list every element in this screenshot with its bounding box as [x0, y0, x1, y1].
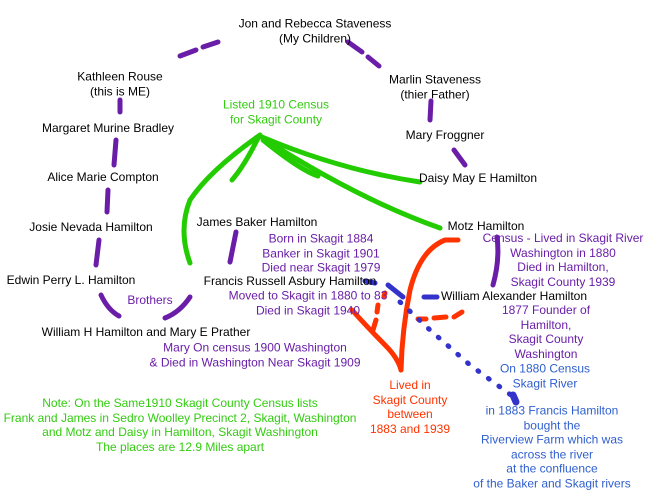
- person-william-h: William H Hamilton and Mary E Prather: [41, 324, 251, 339]
- line-alice-josie: [104, 187, 111, 215]
- francis-note: Moved to Skagit in 1880 to 83 Died in Sk…: [229, 289, 388, 318]
- note-line: Washington in 1880: [510, 245, 616, 260]
- note-line: Riverview Farm which was: [480, 432, 624, 447]
- note-line: Skagit River: [512, 376, 578, 390]
- james-note: Born in Skagit 1884 Banker in Skagit 190…: [262, 231, 381, 275]
- note-line: Washington: [514, 346, 578, 361]
- note-line: and Motz and Daisy in Hamilton, Skagit W…: [42, 425, 318, 439]
- line-edwin-william-h: [98, 292, 122, 319]
- person-marlin: Marlin Staveness (thier Father): [389, 73, 481, 102]
- note-line: Moved to Skagit in 1880 to 83: [228, 288, 388, 303]
- note-line: 1883 and 1939: [369, 421, 451, 436]
- note-line: Born in Skagit 1884: [268, 231, 374, 246]
- note-line: Frank and James in Sedro Woolley Precinc…: [3, 410, 357, 425]
- note-line: Died near Skagit 1979: [261, 260, 381, 275]
- blue-dashes: [362, 278, 440, 300]
- person-alice: Alice Marie Compton: [47, 169, 159, 184]
- red-v-left: [349, 307, 404, 373]
- person-name: Jon and Rebecca Staveness: [238, 16, 392, 31]
- person-name: Kathleen Rouse: [77, 69, 163, 84]
- note-line: Lived in: [389, 378, 431, 392]
- person-edwin: Edwin Perry L. Hamilton: [6, 272, 136, 287]
- blue-lines: [362, 278, 520, 406]
- red-dashes-left: [370, 290, 388, 333]
- person-daisy: Daisy May E Hamilton: [418, 170, 538, 185]
- note-line: bought the: [523, 418, 581, 432]
- note-line: Note: On the Same1910 Skagit County Cens…: [42, 396, 318, 410]
- line-census-francis: [181, 132, 263, 266]
- note-line: 1877 Founder of: [501, 303, 591, 317]
- person-children: Jon and Rebecca Staveness (My Children): [239, 17, 392, 46]
- green-census-lines: [181, 132, 443, 266]
- note-line: Mary On census 1900 Washington: [163, 340, 347, 355]
- note-line: Skagit County: [372, 392, 448, 407]
- blue-endpoint: [509, 391, 520, 406]
- red-lines: [349, 237, 465, 373]
- census-1910-note: Listed 1910 Census for Skagit County: [223, 98, 329, 127]
- person-mary-froggner: Mary Froggner: [405, 127, 485, 142]
- person-margaret: Margaret Murine Bradley: [41, 120, 175, 135]
- line-census-james: [229, 133, 262, 183]
- line-census-motz: [261, 136, 443, 231]
- red-dashes-right: [415, 309, 465, 322]
- person-note: (My Children): [278, 31, 352, 45]
- person-james: James Baker Hamilton: [196, 214, 318, 229]
- line-children-kathleen: [177, 39, 221, 59]
- person-francis: Francis Russell Asbury Hamilton: [203, 273, 377, 288]
- note-line: Skagit County 1939: [510, 274, 616, 289]
- motz-note: Census - Lived in Skagit River Washingto…: [483, 231, 644, 289]
- riverview-note: in 1883 Francis Hamilton bought the Rive…: [473, 404, 630, 491]
- william-a-note: 1877 Founder of Hamilton, Skagit County …: [502, 303, 590, 361]
- note-line: Census - Lived in Skagit River: [482, 231, 644, 245]
- note-line: in 1883 Francis Hamilton: [485, 403, 619, 418]
- line-josie-edwin: [93, 237, 102, 268]
- note-line: for Skagit County: [229, 112, 323, 126]
- person-josie: Josie Nevada Hamilton: [29, 219, 153, 234]
- person-note: (thier Father): [400, 87, 470, 101]
- line-mary-daisy: [451, 147, 468, 168]
- note-line: Died in Skagit 1940: [255, 303, 361, 317]
- note-line: On 1880 Census: [499, 361, 591, 376]
- person-william-a: William Alexander Hamilton: [440, 288, 588, 303]
- note-line: Skagit County: [508, 332, 584, 346]
- line-children-marlin: [345, 39, 382, 69]
- note-line: at the confluence: [506, 461, 598, 476]
- line-census-daisy: [259, 134, 423, 185]
- person-motz: Motz Hamilton: [447, 218, 525, 233]
- person-note: (this is ME): [90, 84, 150, 98]
- line-james-francis: [227, 229, 239, 265]
- line-brothers: [162, 294, 193, 321]
- mary-note: Mary On census 1900 Washington & Died in…: [149, 341, 360, 370]
- bottom-note: Note: On the Same1910 Skagit County Cens…: [4, 396, 357, 454]
- note-line: Banker in Skagit 1901: [262, 245, 380, 260]
- note-line: & Died in Washington Near Skagit 1909: [149, 355, 361, 369]
- note-line: Died in Hamilton,: [517, 260, 609, 274]
- blue-dotted-line: [397, 299, 518, 401]
- line-margaret-alice: [111, 137, 119, 168]
- note-line: of the Baker and Skagit rivers: [473, 476, 631, 490]
- note-line: across the river: [510, 447, 594, 461]
- brothers-label: Brothers: [127, 292, 173, 307]
- census-1880-note: On 1880 Census Skagit River: [500, 362, 590, 391]
- purple-lineage-lines: [93, 39, 501, 321]
- line-marlin-mary: [427, 98, 434, 123]
- note-line: between: [387, 407, 433, 421]
- note-line: The places are 12.9 Miles apart: [95, 439, 265, 454]
- person-name: Marlin Staveness: [388, 72, 482, 87]
- line-census-extra: [260, 137, 321, 179]
- red-v-right: [398, 237, 461, 373]
- person-kathleen: Kathleen Rouse (this is ME): [77, 70, 162, 99]
- note-line: Listed 1910 Census: [222, 97, 330, 112]
- lived-note: Lived in Skagit County between 1883 and …: [370, 378, 450, 436]
- line-motz-william-a: [490, 234, 501, 288]
- note-line: Hamilton,: [520, 317, 572, 332]
